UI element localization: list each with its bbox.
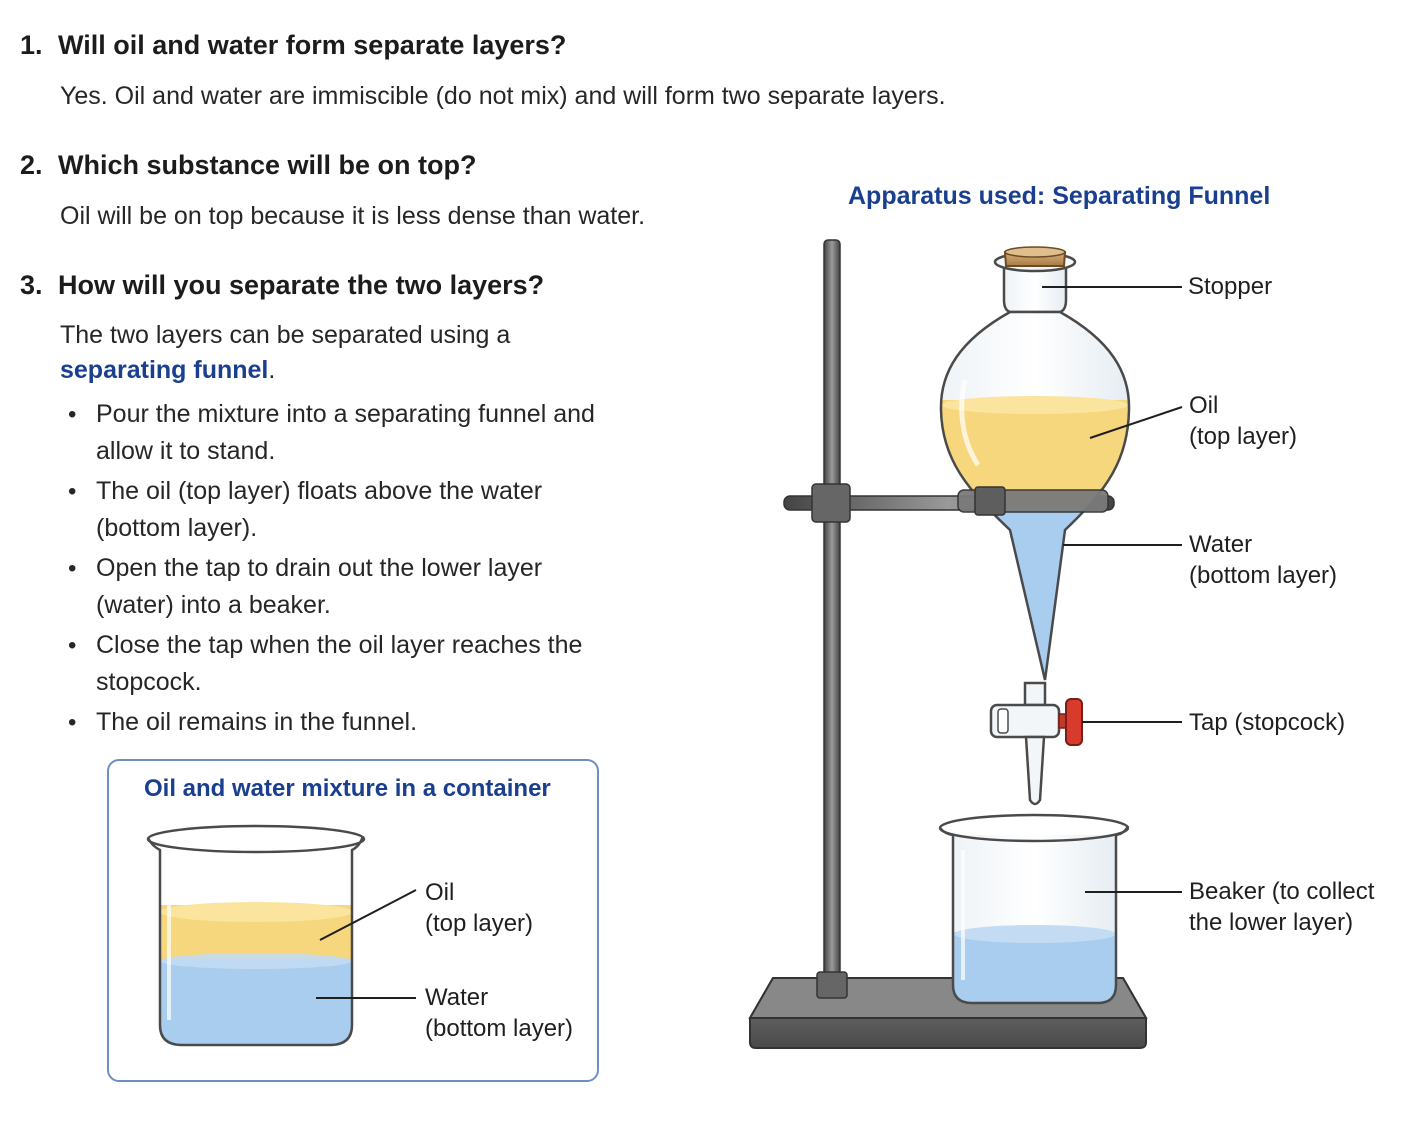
funnel-oil-name: Oil	[1189, 392, 1219, 419]
stand-rod	[823, 239, 841, 993]
mixture-oil-surface	[160, 902, 352, 922]
oil-leader	[1089, 406, 1183, 439]
question-3-text: How will you separate the two layers?	[58, 270, 545, 300]
tap-handle	[1065, 698, 1083, 746]
answer-1: Yes. Oil and water are immiscible (do no…	[60, 82, 946, 110]
question-1-text: Will oil and water form separate layers?	[58, 30, 567, 60]
answer-3-prefix: The two layers can be separated using a	[60, 321, 511, 349]
step-item: The oil (top layer) floats above the wat…	[60, 473, 600, 547]
step-item: Close the tap when the oil layer reaches…	[60, 627, 600, 701]
question-1-number: 1.	[20, 30, 43, 60]
mixture-water-name: Water	[425, 984, 489, 1011]
beaker-label: Beaker (to collect the lower layer)	[1189, 876, 1374, 938]
funnel-water-layer	[940, 506, 1130, 680]
question-3: 3. How will you separate the two layers?	[20, 270, 544, 301]
mixture-oil-sub: (top layer)	[425, 910, 534, 937]
beaker-water-layer	[953, 932, 1116, 1003]
mixture-box	[107, 759, 599, 1082]
question-1: 1. Will oil and water form separate layer…	[20, 30, 566, 61]
mixture-beaker	[146, 824, 366, 1047]
question-2-number: 2.	[20, 150, 43, 180]
separating-funnel	[939, 246, 1131, 806]
mixture-title: Oil and water mixture in a container	[144, 775, 551, 802]
mixture-oil-leader	[319, 889, 417, 941]
question-3-number: 3.	[20, 270, 43, 300]
beaker-label-line1: Beaker (to collect	[1189, 878, 1375, 905]
mixture-water-label: Water (bottom layer)	[425, 982, 573, 1044]
apparatus-title: Apparatus used: Separating Funnel	[848, 182, 1271, 210]
funnel-body-outline	[939, 310, 1131, 681]
step-item: The oil remains in the funnel.	[60, 704, 600, 741]
answer-3: The two layers can be separated using a …	[60, 318, 600, 388]
steps-list: Pour the mixture into a separating funne…	[60, 396, 600, 744]
mixture-water-sub: (bottom layer)	[425, 1015, 574, 1042]
funnel-water-label: Water (bottom layer)	[1189, 529, 1337, 591]
collecting-beaker	[938, 813, 1130, 1005]
question-2-text: Which substance will be on top?	[58, 150, 477, 180]
answer-3-suffix: .	[268, 356, 276, 384]
funnel-water-sub: (bottom layer)	[1189, 562, 1338, 589]
mixture-oil-label: Oil (top layer)	[425, 877, 533, 939]
funnel-oil-label: Oil (top layer)	[1189, 390, 1297, 452]
mixture-water-layer	[160, 959, 352, 1045]
question-2: 2. Which substance will be on top?	[20, 150, 477, 181]
step-item: Open the tap to drain out the lower laye…	[60, 550, 600, 624]
funnel-water-name: Water	[1189, 531, 1253, 558]
mixture-oil-name: Oil	[425, 879, 455, 906]
step-item: Pour the mixture into a separating funne…	[60, 396, 600, 470]
outlet-stem	[1024, 735, 1046, 806]
beaker-label-line2: the lower layer)	[1189, 909, 1354, 936]
boss-head	[811, 483, 851, 523]
tap-label: Tap (stopcock)	[1189, 709, 1346, 736]
stopper-label: Stopper	[1188, 273, 1273, 300]
answer-3-highlight: separating funnel	[60, 356, 269, 384]
funnel-oil-sub: (top layer)	[1189, 423, 1298, 450]
answer-2: Oil will be on top because it is less de…	[60, 202, 646, 230]
